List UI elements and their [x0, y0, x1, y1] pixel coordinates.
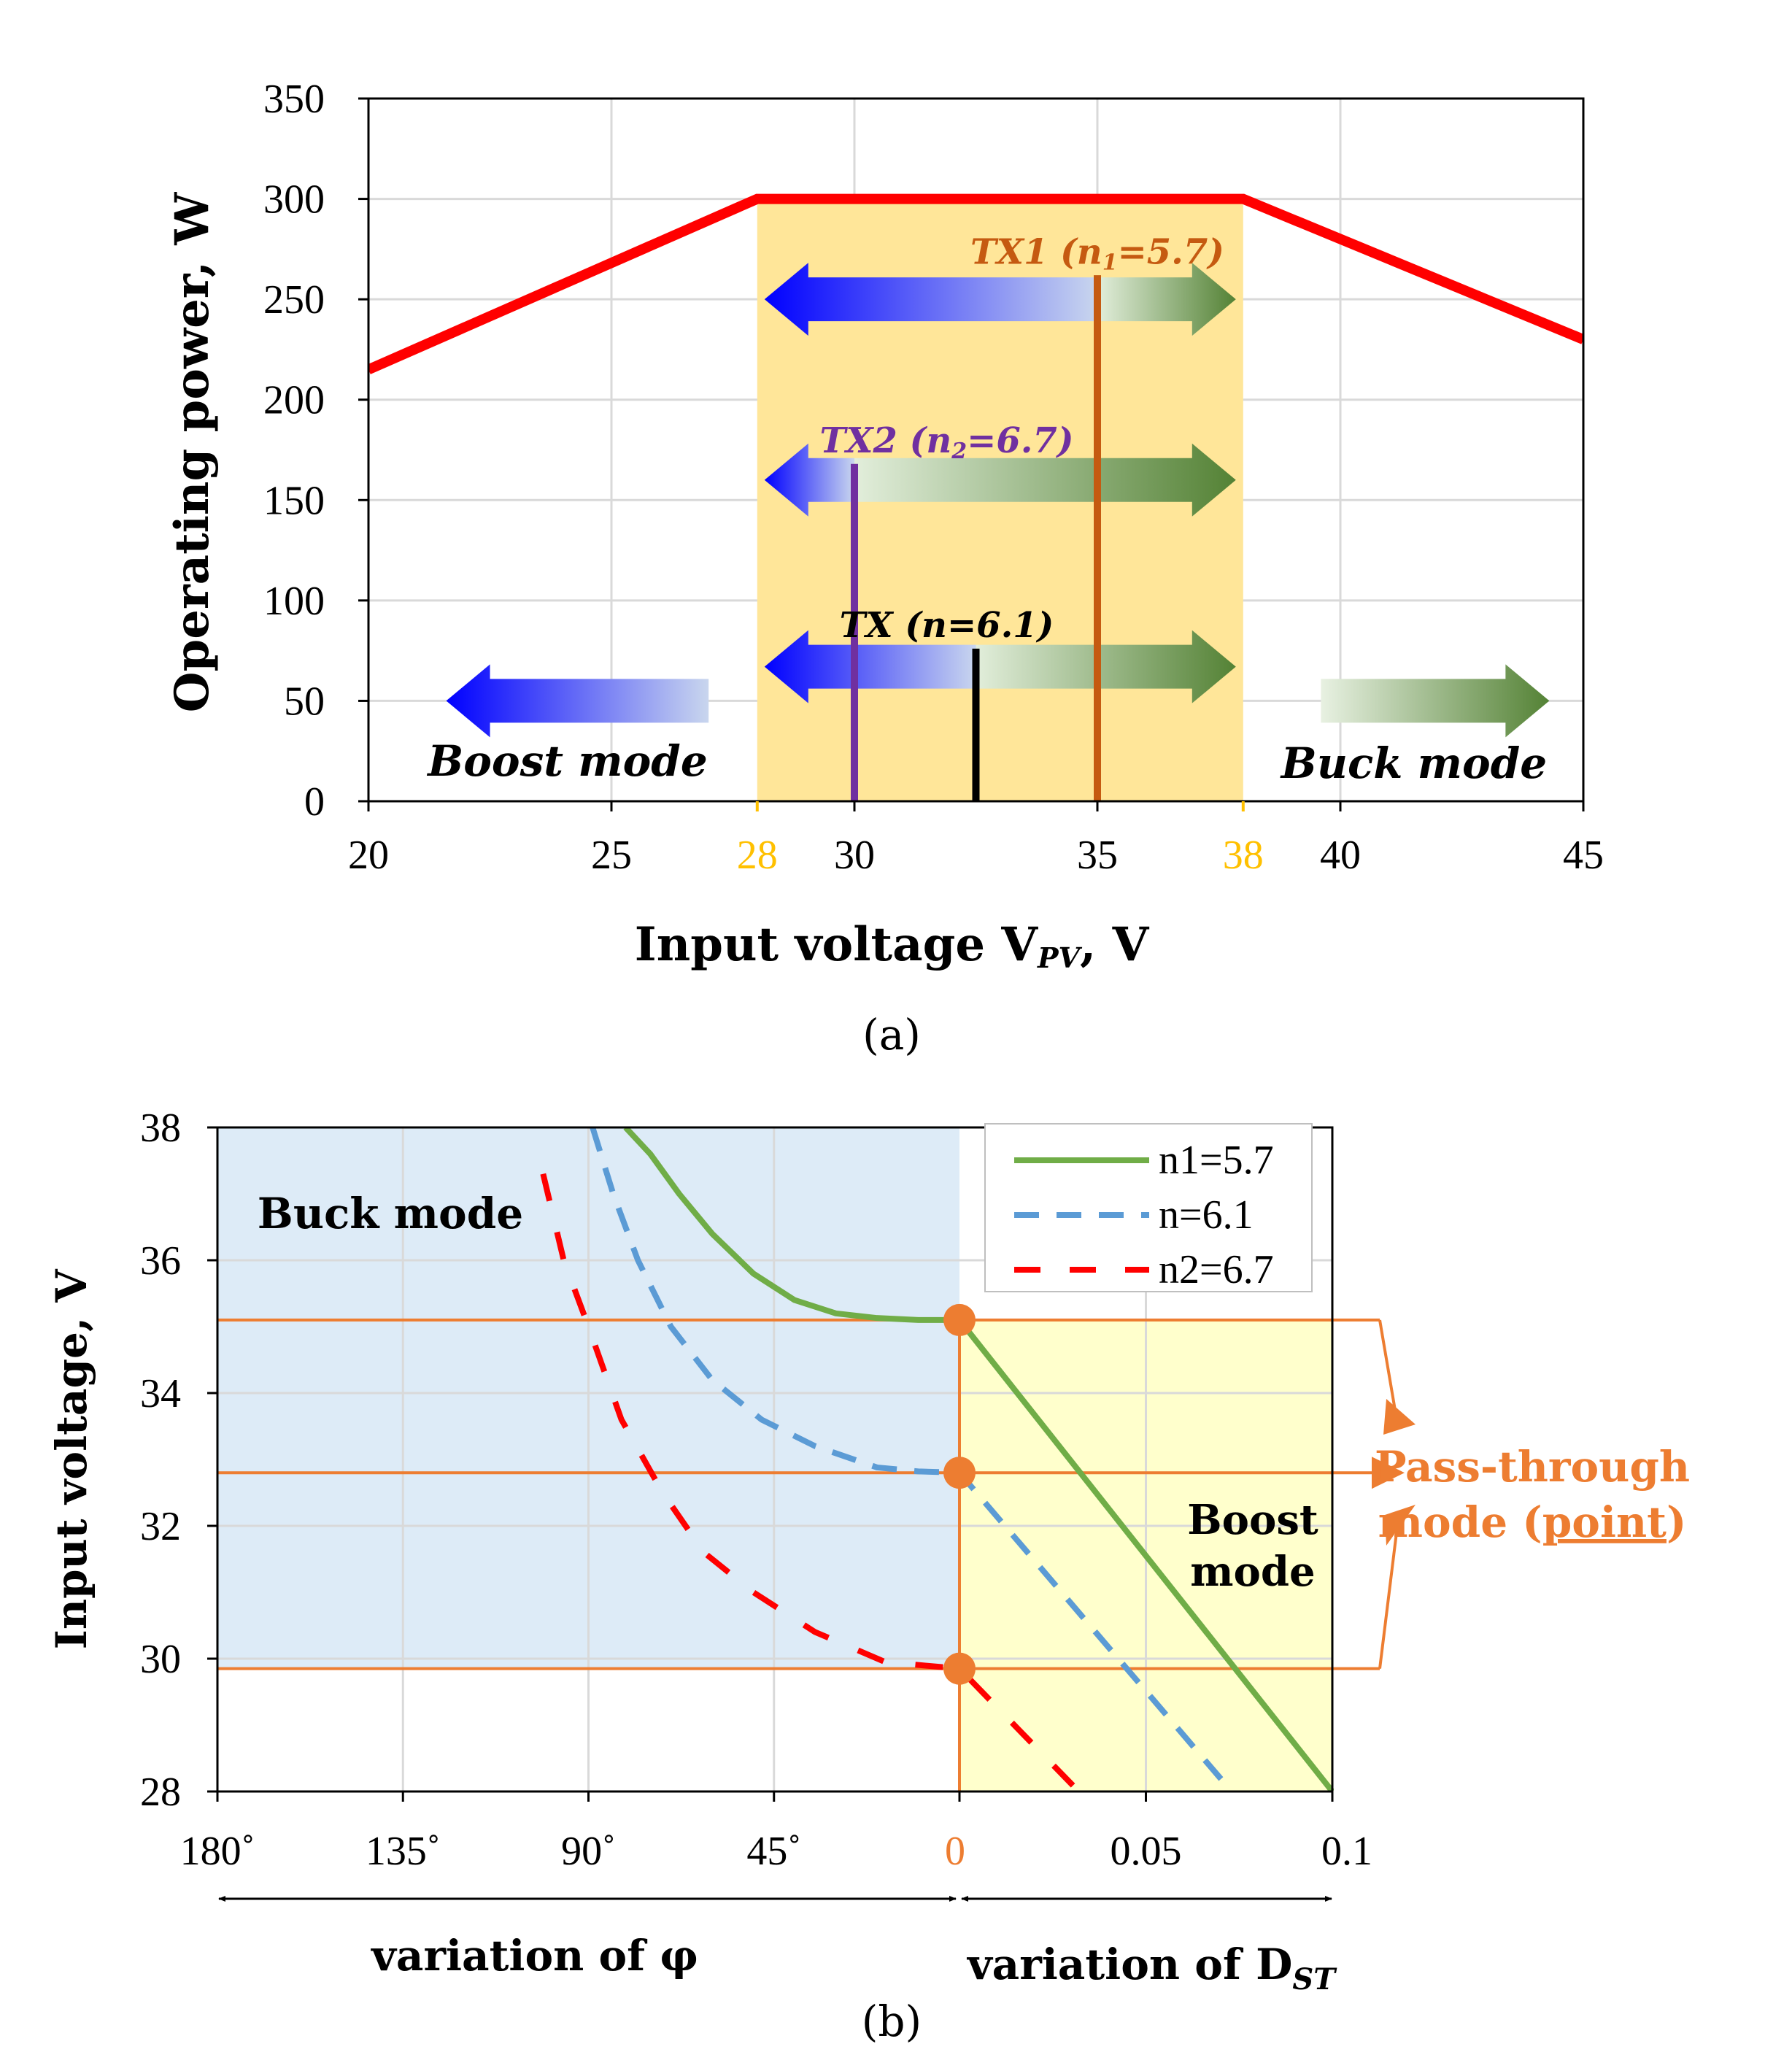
transformer-label-tx: TX (n=6.1): [840, 605, 1054, 646]
panel-a-x-extra-tick-38: 38: [1223, 833, 1264, 878]
series-line-n1=5.7: [623, 1127, 1334, 1791]
panel-b-x-phi-tick-45: 45˚: [746, 1829, 801, 1874]
panel-a-x-tick-35: 35: [1077, 833, 1118, 878]
panel-a-tick-labels: 20 25 30 35 40 45 28 38 0 50 100 150 200 250 300 350: [263, 77, 1604, 878]
dst-variation-label-main: variation of D: [966, 1940, 1292, 1989]
pass-through-points: [943, 1303, 976, 1685]
panel-a-y-tick-300: 300: [263, 177, 325, 223]
transformer-label-name: TX (n: [840, 605, 947, 646]
panel-a-x-axis-title: Input voltage VPV, V: [635, 917, 1150, 974]
dst-variation-label: variation of DST: [966, 1940, 1337, 1997]
transformer-label-value: =5.7): [1118, 231, 1224, 272]
boost-mode-arrow: [446, 664, 709, 738]
pass-through-bracket-top: [1378, 1319, 1399, 1424]
panel-a-y-tick-200: 200: [263, 378, 325, 423]
panel-a-y-tick-100: 100: [263, 579, 325, 624]
panel-b-legend: n1=5.7 n=6.1 n2=6.7: [984, 1123, 1313, 1292]
panel-b-x-phi-tick-180: 180˚: [180, 1829, 255, 1874]
panel-a-x-tick-30: 30: [834, 833, 875, 878]
panel-b-series-lines: [540, 1127, 1334, 1791]
legend-box: [984, 1123, 1313, 1292]
series-line-n2=6.7: [540, 1173, 1081, 1791]
panel-b-x-phi-tick-90: 90˚: [561, 1829, 616, 1874]
buck-mode-arrow: [1321, 664, 1550, 738]
panel-a-y-axis-title: Operating power, W: [165, 192, 220, 713]
buck-direction-arrow-0: [1097, 263, 1236, 336]
buck-direction-arrow-1: [854, 443, 1236, 517]
pass-through-label-line2-start: mode (: [1378, 1497, 1542, 1547]
transformer-label-name: TX1 (n: [970, 231, 1102, 272]
transformer-label-tx1: TX1 (n1=5.7): [970, 231, 1224, 275]
panel-a-x-axis-title-main: Input voltage V: [635, 917, 1039, 972]
transformer-label-sub: 2: [951, 439, 967, 464]
pass-through-arrowhead-top: [1383, 1399, 1416, 1435]
legend-label-n2=6.7: n2=6.7: [1159, 1247, 1274, 1292]
panel-b-y-tick-38: 38: [140, 1106, 181, 1151]
transformer-label-sub: 1: [1102, 250, 1118, 275]
transformer-label-value: =6.1): [947, 605, 1054, 646]
panel-b-x-zero-tick: 0: [945, 1829, 965, 1874]
panel-a-x-tick-25: 25: [591, 833, 632, 878]
panel-a-x-axis-title-sub: PV: [1037, 941, 1083, 974]
buck-mode-label: Buck mode: [1280, 738, 1547, 788]
transformer-label-value: =6.7): [967, 420, 1073, 461]
panel-a-mode-arrows: [446, 263, 1550, 738]
legend-label-n1=5.7: n1=5.7: [1159, 1138, 1274, 1183]
boost-direction-arrow-2: [764, 630, 976, 703]
panel-a-x-tick-45: 45: [1563, 833, 1604, 878]
boost-mode-label: Boost mode: [426, 736, 708, 786]
pass-through-arrowhead-mid: [1372, 1457, 1405, 1489]
boost-direction-arrow-0: [764, 263, 1097, 336]
panel-b-x-phi-tick-135: 135˚: [366, 1829, 441, 1874]
pass-through-point-2: [943, 1652, 976, 1685]
pass-through-label-underlined: point: [1542, 1497, 1667, 1547]
pass-through-guide-lines: [217, 1318, 1416, 1791]
operating-power-profile-line: [368, 193, 1583, 374]
legend-label-n=6.1: n=6.1: [1159, 1192, 1254, 1238]
pass-through-label-line1: Pass-through: [1375, 1442, 1690, 1492]
panel-b-chart: 28 30 32 34 36 38 180˚ 135˚ 90˚ 45˚ 0 0.05 0.1 n1=5.…: [47, 1106, 1690, 2046]
transformer-label-tx2: TX2 (n2=6.7): [820, 420, 1074, 464]
panel-b-x-dst-tick-0.1: 0.1: [1321, 1829, 1372, 1874]
panel-b-y-tick-28: 28: [140, 1770, 181, 1815]
panel-a-plot-frame: [367, 97, 1585, 803]
panel-b-x-dst-tick-0.05: 0.05: [1111, 1829, 1182, 1874]
series-line-n=6.1: [590, 1127, 1235, 1791]
boost-mode-region-label-line2: mode: [1190, 1548, 1315, 1596]
panel-b-tick-labels: 28 30 32 34 36 38 180˚ 135˚ 90˚ 45˚ 0 0.05 0.1: [140, 1106, 1372, 1874]
panel-b-y-axis-title: Input voltage, V: [47, 1269, 96, 1650]
pass-through-bracket-bottom: [1378, 1526, 1399, 1669]
panel-a-label: (a): [862, 1010, 921, 1060]
phi-variation-label: variation of φ: [370, 1931, 698, 1980]
pass-through-point-0: [943, 1303, 976, 1336]
panel-a-y-tick-0: 0: [304, 779, 325, 825]
panel-a-y-tick-150: 150: [263, 478, 325, 523]
panel-a-chart: 20 25 30 35 40 45 28 38 0 50 100 150 200 250 300 350 TX…: [165, 77, 1604, 1060]
panel-a-x-tick-40: 40: [1320, 833, 1361, 878]
panel-b-y-tick-36: 36: [140, 1238, 181, 1284]
panel-a-x-extra-tick-28: 28: [737, 833, 778, 878]
panel-a-y-tick-50: 50: [284, 679, 325, 724]
panel-a-y-tick-250: 250: [263, 277, 325, 323]
buck-direction-arrow-2: [976, 630, 1236, 703]
pass-through-label-line2: mode (point): [1378, 1497, 1687, 1547]
boost-mode-region-label-line1: Boost: [1187, 1496, 1318, 1544]
panel-a-transformer-labels: TX1 (n1=5.7) TX2 (n2=6.7) TX (n=6.1): [820, 231, 1224, 646]
dst-variation-label-sub: ST: [1292, 1962, 1337, 1997]
panel-a-x-tick-20: 20: [348, 833, 389, 878]
panel-b-y-tick-30: 30: [140, 1637, 181, 1682]
boost-direction-arrow-1: [764, 443, 854, 517]
panel-b-label: (b): [862, 1997, 922, 2046]
panel-a-transformer-lines: [851, 275, 1101, 801]
panel-b-y-tick-34: 34: [140, 1371, 181, 1416]
panel-a-y-tick-350: 350: [263, 77, 325, 122]
panel-b-y-tick-32: 32: [140, 1504, 181, 1549]
pass-through-label-line2-end: ): [1667, 1497, 1686, 1547]
pass-through-arrowhead-bottom: [1385, 1505, 1416, 1546]
transformer-label-name: TX2 (n: [820, 420, 952, 461]
pass-through-point-1: [943, 1457, 976, 1489]
panel-a-x-axis-title-unit: , V: [1080, 917, 1150, 972]
buck-mode-region-label: Buck mode: [258, 1189, 523, 1238]
